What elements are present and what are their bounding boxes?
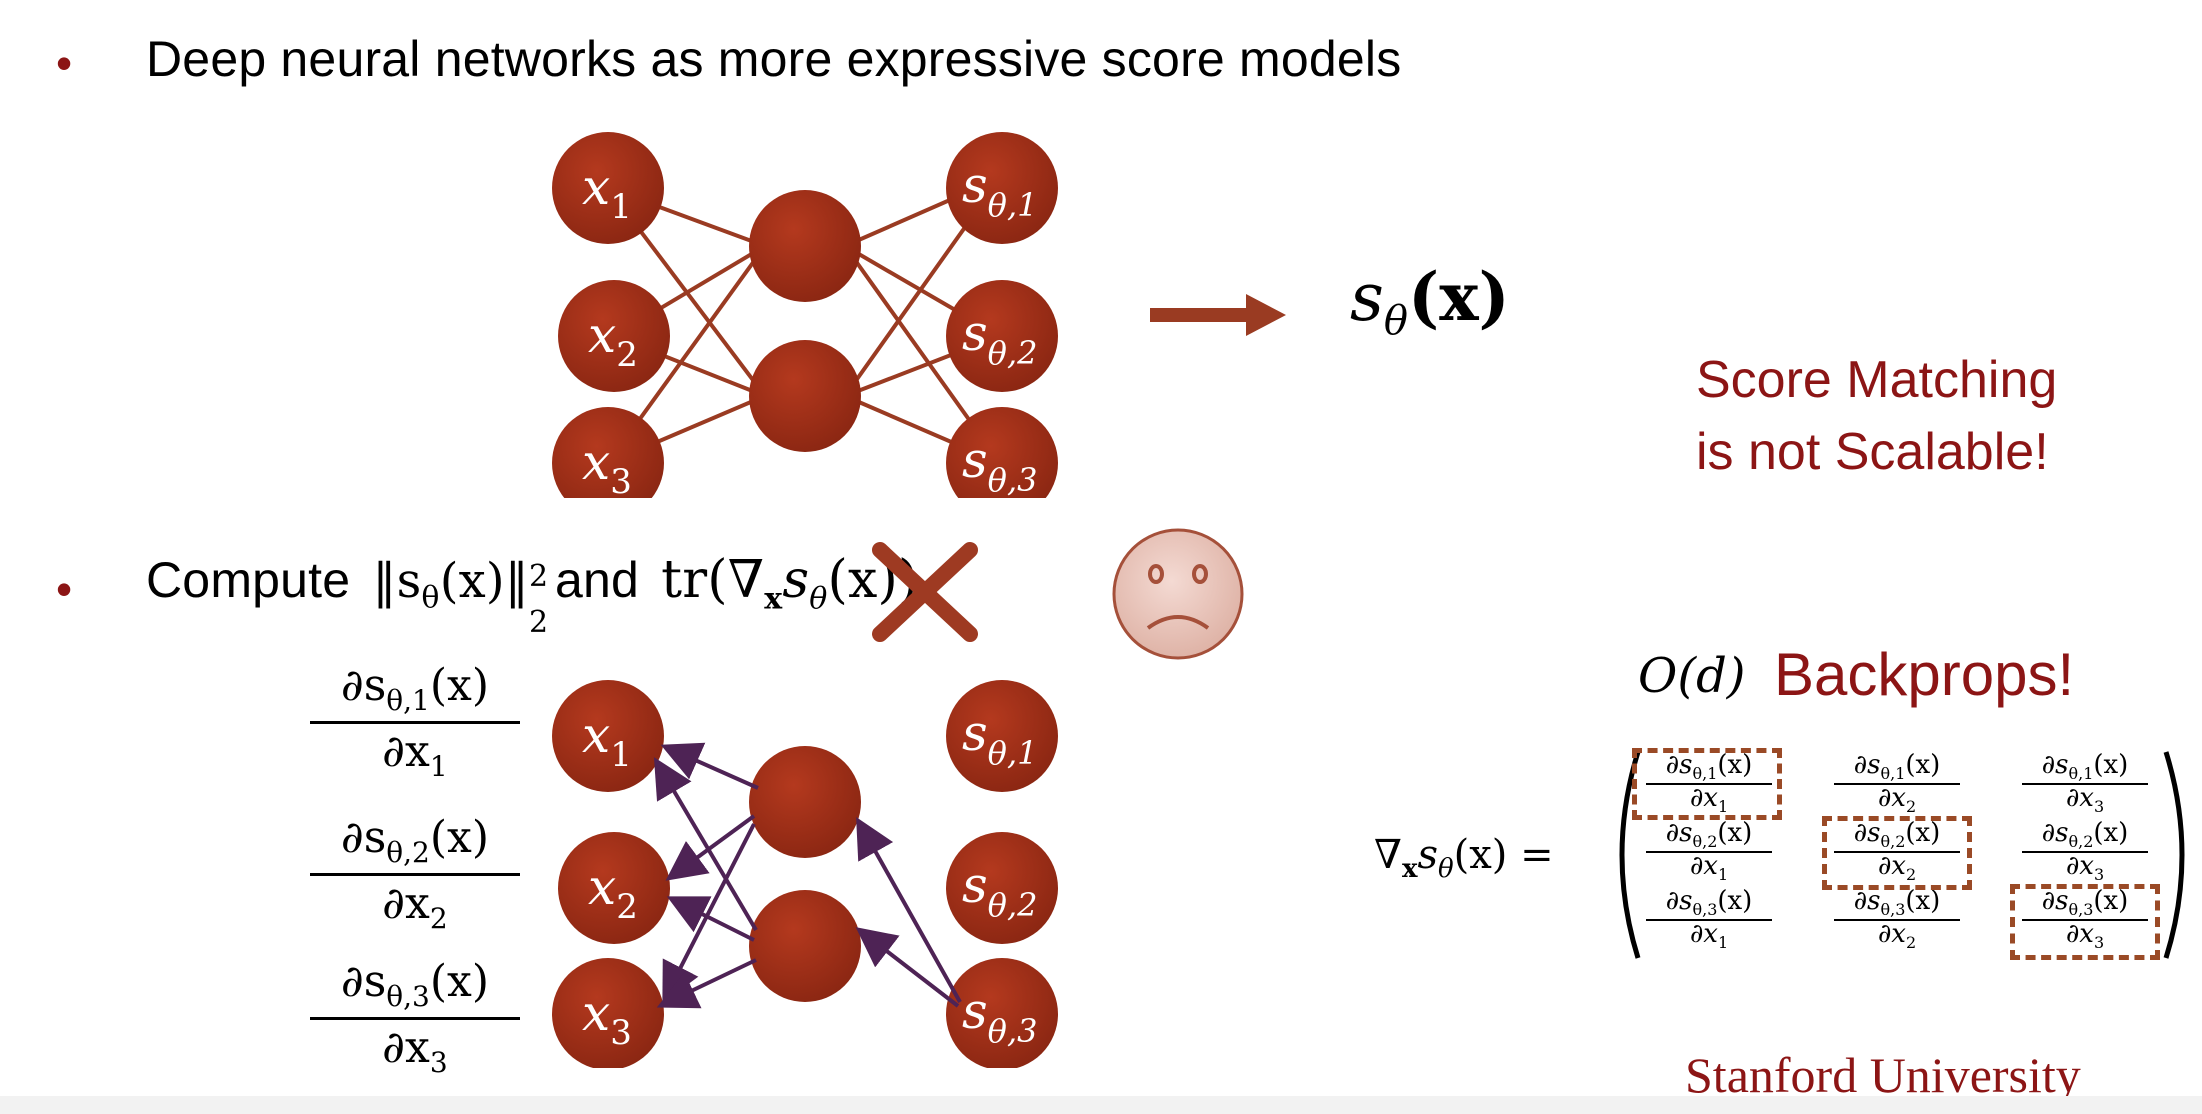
- bottom-input-nodes: [552, 680, 670, 1068]
- top-input-node-2: [558, 280, 670, 392]
- bottom-input-node-2: [558, 832, 670, 944]
- top-input-label-1: x1: [582, 158, 632, 227]
- bottom-hidden-nodes: [749, 746, 861, 1002]
- top-output-nodes: [946, 132, 1058, 498]
- jacobian-cell-3-1: ∂sθ,3(x) ∂x1: [1634, 887, 1784, 952]
- right-arrow-icon: [1150, 294, 1286, 336]
- top-output-node-2: [946, 280, 1058, 392]
- derivative-1: ∂sθ,1(x) ∂x1: [300, 660, 530, 810]
- bullet-dot-2: •: [56, 563, 73, 615]
- jacobian-cell-1-2: ∂sθ,1(x) ∂x2: [1822, 751, 1972, 816]
- top-input-node-1: [552, 132, 664, 244]
- bottom-network-diagram: x1 x2 x3 sθ,1 sθ,2 sθ,3: [552, 680, 1058, 1068]
- footer-bar: [0, 1096, 2202, 1114]
- jacobian-right-paren: [2163, 751, 2185, 959]
- bottom-output-node-1: [946, 680, 1058, 792]
- compute-word: Compute: [146, 552, 351, 608]
- jacobian-left-paren: [1619, 751, 1641, 959]
- jacobian-lhs: ∇xsθ(x) =: [1374, 832, 1554, 884]
- top-network-diagram: x1 x2 x3 sθ,1 sθ,2 sθ,3: [552, 132, 1058, 498]
- diagonal-highlight-1: [1632, 748, 1782, 820]
- callout-not-scalable: is not Scalable!: [1696, 423, 2049, 481]
- bottom-input-node-1: [552, 680, 664, 792]
- bottom-output-node-3: [946, 958, 1058, 1068]
- jacobian-cell-1-1: ∂sθ,1(x) ∂x1: [1634, 751, 1784, 816]
- jacobian-cell-3-2: ∂sθ,3(x) ∂x2: [1822, 887, 1972, 952]
- backprop-arrows: [653, 742, 962, 1009]
- diagonal-highlight-2: [1822, 816, 1972, 890]
- sad-face-icon: [1112, 528, 1244, 660]
- top-hidden-nodes: [749, 190, 861, 452]
- output-s-theta-x: sθ(x): [1350, 258, 1510, 345]
- bullet-1-text: Deep neural networks as more expressive …: [146, 31, 1402, 87]
- top-hidden-node-1: [749, 190, 861, 302]
- trace-expression: tr(∇xsθ(x)): [661, 550, 919, 617]
- top-input-label-3: x3: [582, 433, 632, 498]
- top-input-label-2: x2: [588, 306, 638, 375]
- derivative-list: ∂sθ,1(x) ∂x1 ∂sθ,2(x) ∂x2 ∂sθ,3(x) ∂x3: [300, 660, 530, 1106]
- x-cross-icon: [872, 542, 978, 642]
- top-output-node-3: [946, 407, 1058, 498]
- top-hidden-node-2: [749, 340, 861, 452]
- jacobian-cell-1-3: ∂sθ,1(x) ∂x3: [2010, 751, 2160, 816]
- bottom-input-label-3: x3: [582, 984, 632, 1053]
- jacobian-cell-2-1: ∂sθ,2(x) ∂x1: [1634, 819, 1784, 884]
- jacobian-cell-2-2: ∂sθ,2(x) ∂x2: [1822, 819, 1972, 884]
- jacobian-matrix: ∂sθ,1(x) ∂x1 ∂sθ,1(x) ∂x2 ∂sθ,1(x) ∂x3 ∂…: [1632, 748, 2164, 962]
- derivative-2: ∂sθ,2(x) ∂x2: [300, 812, 530, 962]
- top-output-node-1: [946, 132, 1058, 244]
- bottom-output-nodes: [946, 680, 1058, 1068]
- stanford-logo: Stanford University: [1685, 1047, 2081, 1103]
- bottom-output-label-3: sθ,3: [962, 982, 1037, 1050]
- diagonal-highlight-3: [2010, 884, 2160, 960]
- and-word: and: [555, 552, 640, 608]
- top-output-label-2: sθ,2: [962, 304, 1037, 372]
- bullet-dot-1: •: [56, 37, 73, 89]
- top-input-node-3: [552, 407, 664, 498]
- top-input-nodes: [552, 132, 670, 498]
- bottom-hidden-node-2: [749, 890, 861, 1002]
- bottom-output-label-2: sθ,2: [962, 856, 1037, 924]
- order-d: O(d): [1638, 648, 1746, 704]
- derivative-3: ∂sθ,3(x) ∂x3: [300, 956, 530, 1106]
- bottom-input-label-1: x1: [582, 706, 632, 775]
- bottom-output-node-2: [946, 832, 1058, 944]
- top-output-label-3: sθ,3: [962, 431, 1037, 498]
- callout-score-matching: Score Matching: [1696, 351, 2058, 409]
- bottom-input-label-2: x2: [588, 858, 638, 927]
- top-output-label-1: sθ,1: [962, 156, 1037, 224]
- bottom-hidden-node-1: [749, 746, 861, 858]
- bottom-input-node-3: [552, 958, 664, 1068]
- jacobian-cell-3-3: ∂sθ,3(x) ∂x3: [2010, 887, 2160, 952]
- jacobian-cell-2-3: ∂sθ,2(x) ∂x3: [2010, 819, 2160, 884]
- backprops-label: Backprops!: [1774, 641, 2075, 708]
- bottom-output-label-1: sθ,1: [962, 704, 1037, 772]
